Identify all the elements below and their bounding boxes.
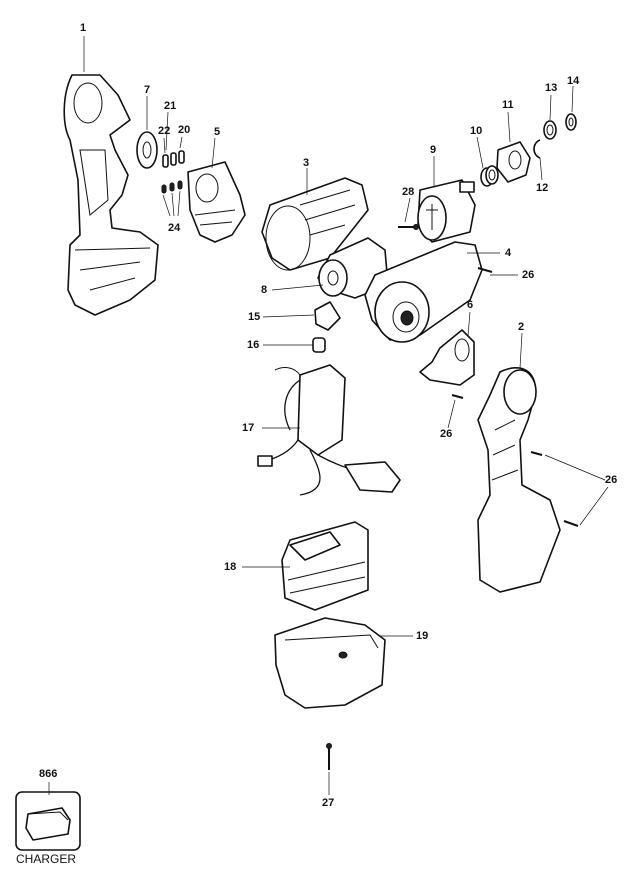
callout-18: 18: [224, 561, 237, 573]
screw-28: [398, 224, 419, 230]
battery-housing: [274, 617, 386, 709]
callout-3: 3: [303, 157, 310, 169]
callout-16: 16: [247, 339, 260, 351]
callout-11: 11: [502, 99, 514, 111]
callout-22: 22: [158, 125, 171, 137]
gear-bracket: [187, 161, 246, 243]
callout-866: 866: [39, 768, 58, 780]
callout-14: 14: [567, 75, 580, 87]
leader-lines: [48, 36, 609, 795]
callout-8: 8: [261, 284, 268, 296]
callout-6: 6: [467, 299, 474, 311]
callout-15: 15: [248, 311, 261, 323]
charger-box: [15, 791, 81, 851]
chuck-collar: [496, 141, 531, 183]
contact-springs: [161, 150, 185, 194]
callout-21: 21: [164, 100, 177, 112]
callout-26-mid: 26: [440, 428, 453, 440]
callout-5: 5: [214, 126, 221, 138]
callout-28: 28: [402, 186, 415, 198]
callout-1: 1: [80, 22, 87, 34]
gearbox: [417, 179, 476, 243]
callout-27: 27: [322, 797, 335, 809]
switch-bracket: [419, 329, 475, 386]
retaining-rings: [533, 113, 577, 159]
housing-half-right: [477, 367, 561, 593]
callout-12: 12: [536, 182, 549, 194]
housing-half-left: [63, 74, 159, 316]
callout-9: 9: [430, 144, 437, 156]
callout-20: 20: [178, 124, 191, 136]
screw-27: [326, 743, 332, 770]
callout-24: 24: [168, 222, 181, 234]
nose-housing: [364, 241, 483, 343]
callout-10: 10: [470, 125, 483, 137]
battery-pack: [281, 521, 369, 611]
callout-26-top: 26: [522, 269, 535, 281]
switch-lever: [314, 301, 341, 331]
callout-26-right: 26: [605, 474, 618, 486]
bearing-plate: [136, 131, 158, 169]
callout-13: 13: [545, 82, 558, 94]
callout-17: 17: [242, 422, 255, 434]
switch-assembly: [257, 364, 401, 496]
charger-caption: CHARGER: [16, 852, 77, 866]
screws-26: [451, 267, 579, 527]
connector: [312, 337, 326, 353]
callout-4: 4: [505, 247, 512, 259]
spring-10: [480, 165, 499, 187]
callout-2: 2: [518, 321, 525, 333]
callout-7: 7: [144, 84, 151, 96]
callout-19: 19: [416, 630, 429, 642]
